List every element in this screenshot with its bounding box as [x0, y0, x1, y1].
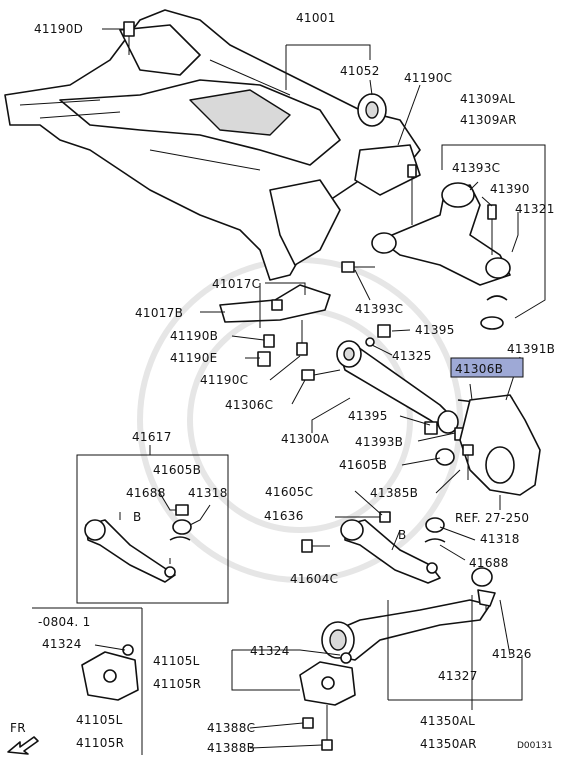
label-41105R-box: 41105R	[76, 736, 124, 750]
inset-41617	[76, 454, 229, 604]
label-41605B-box: 41605B	[153, 463, 201, 477]
bracket	[219, 284, 331, 367]
label-41105L-box: 41105L	[76, 713, 123, 727]
label-41388B: 41388B	[207, 741, 255, 755]
middle-arm	[301, 511, 493, 587]
label-41309AR: 41309AR	[460, 113, 517, 127]
label-41190D: 41190D	[34, 22, 83, 36]
label-41306B: 41306B	[455, 362, 503, 376]
label-b-1: B	[133, 510, 142, 524]
label-41636: 41636	[264, 509, 304, 523]
knuckle	[435, 394, 541, 496]
front-arrow-icon	[7, 736, 39, 755]
lower-arm	[321, 589, 496, 661]
label-41388C: 41388C	[207, 721, 255, 735]
label-41190C-top: 41190C	[404, 71, 452, 85]
label-41306C: 41306C	[225, 398, 273, 412]
label-bound: -0804. 1	[38, 615, 91, 629]
label-41190C-mid: 41190C	[200, 373, 248, 387]
label-41688: 41688	[469, 556, 509, 570]
label-41393C-mid: 41393C	[355, 302, 403, 316]
label-41395-b: 41395	[348, 409, 388, 423]
label-41190B: 41190B	[170, 329, 218, 343]
rear-subframe	[4, 9, 421, 281]
label-41105R: 41105R	[153, 677, 201, 691]
label-41190E: 41190E	[170, 351, 218, 365]
label-41605B: 41605B	[339, 458, 387, 472]
lower-bracket	[299, 652, 356, 751]
label-41324-box: 41324	[42, 637, 82, 651]
label-diagram-code: D00131	[517, 741, 553, 751]
label-41325: 41325	[392, 349, 432, 363]
label-41300A: 41300A	[281, 432, 330, 446]
label-41001: 41001	[296, 11, 336, 25]
label-41350AR: 41350AR	[420, 737, 477, 751]
label-41395-a: 41395	[415, 323, 455, 337]
label-fr: FR	[10, 721, 26, 735]
label-41017B: 41017B	[135, 306, 183, 320]
label-41604C: 41604C	[290, 572, 338, 586]
upper-arm	[371, 182, 511, 330]
label-41688-box: 41688	[126, 486, 166, 500]
label-41321: 41321	[515, 202, 555, 216]
label-41391B: 41391B	[507, 342, 555, 356]
inset-0804	[32, 607, 143, 755]
label-41052: 41052	[340, 64, 380, 78]
label-41309AL: 41309AL	[460, 92, 515, 106]
label-41017C: 41017C	[212, 277, 260, 291]
label-41105L: 41105L	[153, 654, 200, 668]
label-41390: 41390	[490, 182, 530, 196]
label-41393B: 41393B	[355, 435, 403, 449]
label-41326: 41326	[492, 647, 532, 661]
label-41605C: 41605C	[265, 485, 313, 499]
highlight-41306B	[450, 357, 524, 378]
label-41318: 41318	[480, 532, 520, 546]
label-41385B: 41385B	[370, 486, 418, 500]
label-41617: 41617	[132, 430, 172, 444]
label-41393C-top: 41393C	[452, 161, 500, 175]
label-b-2: B	[398, 528, 407, 542]
part-labels: 41190D 41001 41052 41190C 41309AL 41309A…	[10, 11, 555, 755]
label-41324: 41324	[250, 644, 290, 658]
label-41350AL: 41350AL	[420, 714, 475, 728]
label-41327: 41327	[438, 669, 478, 683]
label-41318-box: 41318	[188, 486, 228, 500]
label-ref-27-250: REF. 27-250	[455, 511, 529, 525]
leader-lines	[94, 28, 546, 749]
